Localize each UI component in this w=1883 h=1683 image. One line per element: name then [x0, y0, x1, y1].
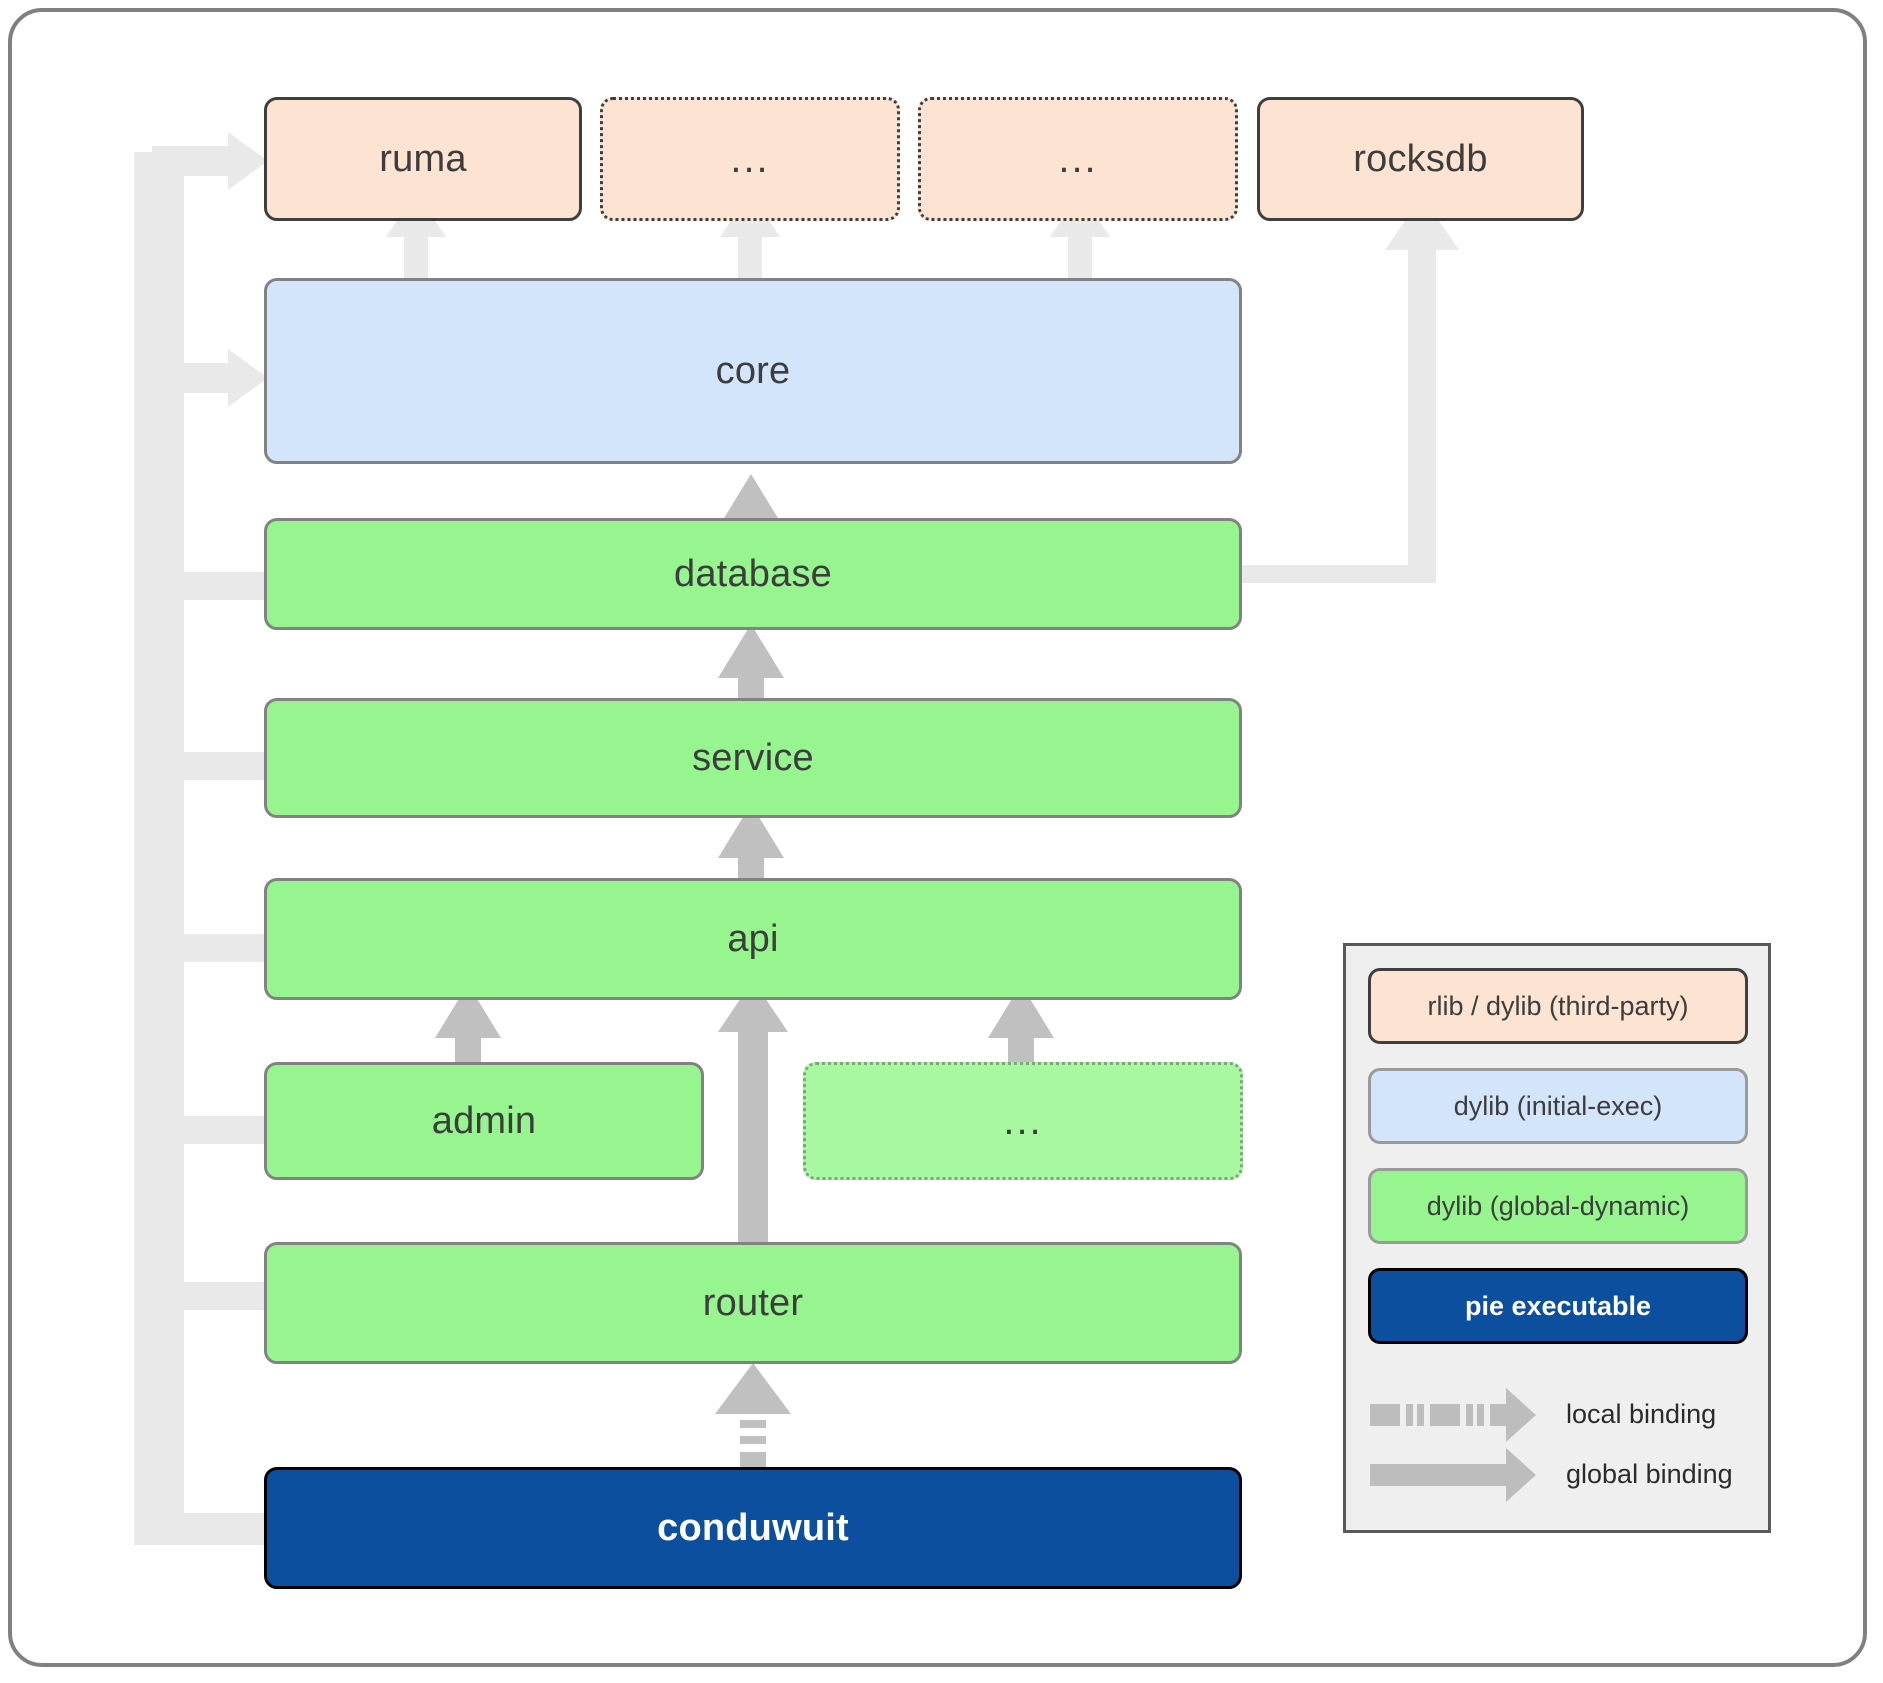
legend-row-local-binding: local binding	[1368, 1384, 1758, 1444]
node-admin[interactable]: admin	[264, 1062, 704, 1180]
node-label-rocksdb: rocksdb	[1353, 137, 1488, 180]
node-label-api: api	[727, 917, 779, 960]
node-top-ellipsis-2[interactable]: ...	[918, 97, 1238, 221]
node-admin-ellipsis[interactable]: ...	[803, 1062, 1243, 1180]
node-label-admin: admin	[431, 1099, 537, 1142]
node-rocksdb[interactable]: rocksdb	[1257, 97, 1584, 221]
legend-swatch-third-party: rlib / dylib (third-party)	[1368, 968, 1748, 1044]
legend-label-third-party: rlib / dylib (third-party)	[1427, 990, 1689, 1021]
node-label-top-ellipsis-2: ...	[1058, 137, 1098, 181]
legend-label-local-binding: local binding	[1566, 1398, 1717, 1429]
node-top-ellipsis-1[interactable]: ...	[600, 97, 900, 221]
node-label-admin-ellipsis: ...	[1003, 1099, 1043, 1143]
node-api[interactable]: api	[264, 878, 1242, 1000]
node-label-conduwuit: conduwuit	[657, 1506, 849, 1549]
node-ruma[interactable]: ruma	[264, 97, 582, 221]
node-database[interactable]: database	[264, 518, 1242, 630]
legend-label-initial-exec: dylib (initial-exec)	[1453, 1090, 1663, 1121]
legend-swatch-global-dynamic: dylib (global-dynamic)	[1368, 1168, 1748, 1244]
legend-panel: rlib / dylib (third-party) dylib (initia…	[1343, 943, 1771, 1533]
legend-label-global-dynamic: dylib (global-dynamic)	[1426, 1190, 1690, 1221]
node-service[interactable]: service	[264, 698, 1242, 818]
legend-label-global-binding: global binding	[1566, 1458, 1733, 1489]
node-label-router: router	[702, 1281, 804, 1324]
legend-swatch-initial-exec: dylib (initial-exec)	[1368, 1068, 1748, 1144]
node-conduwuit[interactable]: conduwuit	[264, 1467, 1242, 1589]
global-binding-arrow-icon	[1368, 1446, 1538, 1502]
node-label-ruma: ruma	[379, 137, 467, 180]
legend-swatch-pie-executable: pie executable	[1368, 1268, 1748, 1344]
node-label-top-ellipsis-1: ...	[730, 137, 770, 181]
legend-label-pie-executable: pie executable	[1464, 1290, 1652, 1321]
node-label-service: service	[692, 736, 814, 779]
legend-row-global-binding: global binding	[1368, 1444, 1758, 1504]
local-binding-arrow-icon	[1368, 1386, 1538, 1442]
node-label-core: core	[715, 349, 791, 392]
node-label-database: database	[674, 552, 832, 595]
node-core[interactable]: core	[264, 278, 1242, 464]
node-router[interactable]: router	[264, 1242, 1242, 1364]
